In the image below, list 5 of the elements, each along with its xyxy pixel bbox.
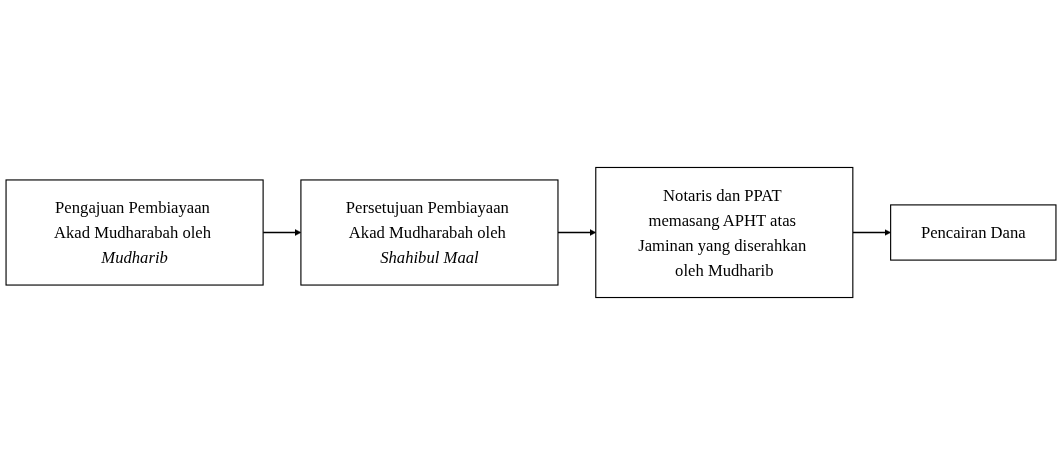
node-box: Persetujuan Pembiayaan Akad Mudharabah oleh Shahibul Maal: [300, 179, 559, 286]
node-box: Pencairan Dana: [890, 204, 1057, 261]
node-box: Pengajuan Pembiayaan Akad Mudharabah oleh Mudharib: [5, 179, 264, 286]
node-box: Notaris dan PPAT memasang APHT atas Jaminan yang diserahkan oleh Mudharib: [595, 166, 854, 299]
arrow: [852, 229, 891, 236]
